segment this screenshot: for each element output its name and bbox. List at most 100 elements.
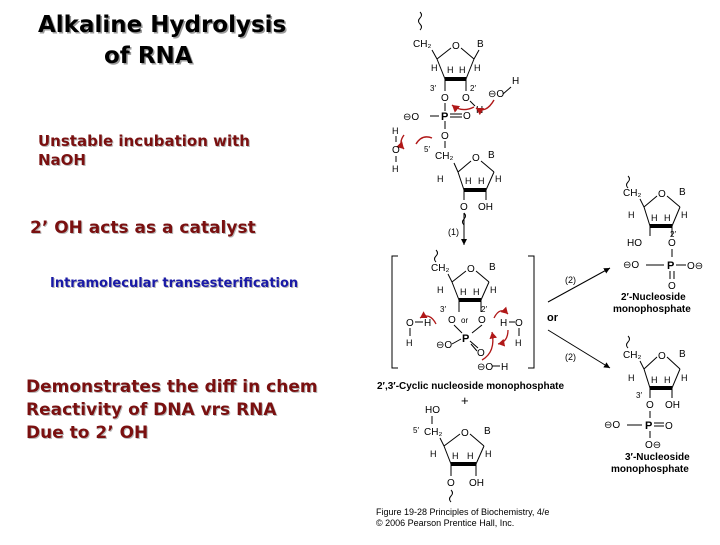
svg-text:O: O [448, 315, 456, 326]
svg-text:H: H [490, 285, 497, 295]
dna-rna-note-line-1: Demonstrates the diff in chem [26, 377, 318, 397]
step2-label-top: (2) [565, 275, 576, 285]
catalyst-note: 2’ OH acts as a catalyst [30, 218, 256, 238]
svg-text:H: H [474, 63, 481, 73]
svg-text:H: H [515, 338, 522, 348]
svg-text:H: H [437, 285, 444, 295]
slide-title: Alkaline Hydrolysis of RNA [38, 10, 328, 72]
svg-text:H: H [628, 210, 635, 220]
svg-text:or: or [461, 316, 468, 325]
svg-text:H: H [424, 318, 431, 329]
dna-rna-note: Demonstrates the diff in chem Reactivity… [26, 376, 318, 445]
starting-nucleotide: CH₂ O B H H H H 3′ 2′ O O H ⊖O H P O ⊖O … [392, 11, 519, 226]
title-line-2: of RNA [104, 43, 193, 69]
svg-text:H: H [478, 176, 485, 186]
naoh-note-line-2: NaOH [38, 151, 86, 169]
svg-text:H: H [430, 449, 437, 459]
svg-text:P: P [667, 260, 674, 272]
svg-text:O: O [646, 400, 654, 411]
dna-rna-note-line-3: Due to 2’ OH [26, 423, 149, 443]
title-line-1: Alkaline Hydrolysis [38, 12, 287, 38]
svg-text:H: H [431, 63, 438, 73]
product-2-prime: CH₂ O B H H H H 2′ HO O ⊖O P O⊖ O [623, 175, 703, 292]
svg-text:OH: OH [665, 400, 680, 411]
svg-text:O: O [441, 93, 449, 104]
svg-text:HO: HO [627, 238, 642, 249]
svg-text:3′: 3′ [636, 391, 642, 400]
svg-text:H: H [664, 213, 671, 223]
svg-text:H: H [651, 213, 658, 223]
svg-text:H: H [452, 451, 459, 461]
svg-text:CH₂: CH₂ [424, 427, 442, 438]
svg-text:O: O [472, 153, 480, 164]
nuc3-label-line1: 3′-Nucleoside [625, 452, 690, 463]
svg-text:O: O [477, 348, 485, 359]
svg-text:H: H [392, 126, 399, 136]
svg-text:B: B [484, 426, 491, 437]
svg-text:O: O [467, 264, 475, 275]
svg-text:H: H [459, 65, 466, 75]
svg-text:O: O [463, 111, 471, 122]
svg-text:O: O [668, 238, 676, 249]
svg-text:OH: OH [469, 478, 484, 489]
svg-text:O: O [658, 351, 666, 362]
ch2-label: CH₂ [413, 39, 431, 50]
dna-rna-note-line-2: Reactivity of DNA vrs RNA [26, 400, 277, 420]
nuc2-label-line1: 2′-Nucleoside [621, 292, 686, 303]
text-panel: Alkaline Hydrolysis of RNA Unstable incu… [0, 0, 360, 540]
svg-text:5′: 5′ [413, 426, 419, 435]
svg-text:O: O [658, 189, 666, 200]
svg-text:HO: HO [425, 405, 440, 416]
svg-text:⊖O: ⊖O [623, 260, 639, 271]
svg-text:2′: 2′ [481, 305, 487, 314]
svg-text:B: B [679, 187, 686, 198]
svg-text:O: O [665, 421, 673, 432]
svg-text:B: B [489, 262, 496, 273]
svg-text:O: O [392, 145, 400, 156]
hydrolysis-diagram: CH₂ O B H H H H 3′ 2′ O O H ⊖O H P O ⊖O … [360, 0, 720, 540]
product-3-prime: CH₂ O B H H H H 3′ O OH ⊖O P O O⊖ [604, 335, 688, 451]
svg-text:3′: 3′ [440, 305, 446, 314]
svg-text:CH₂: CH₂ [435, 151, 453, 162]
figure-caption-line1: Figure 19-28 Principles of Biochemistry,… [376, 507, 549, 517]
svg-text:H: H [500, 318, 507, 329]
svg-text:O: O [668, 281, 676, 292]
hydroxide-top: ⊖O [488, 89, 504, 100]
svg-text:O: O [441, 131, 449, 142]
svg-text:H: H [485, 449, 492, 459]
svg-text:H: H [406, 338, 413, 348]
ring-o-label: O [452, 41, 460, 52]
svg-text:3′: 3′ [430, 84, 436, 93]
svg-text:H: H [476, 105, 483, 116]
svg-text:OH: OH [478, 202, 493, 213]
cyclic-intermediate: CH₂ O B H H H H 3′ 2′ O O or P ⊖O O ⊖O H… [391, 249, 535, 373]
svg-text:H: H [437, 174, 444, 184]
svg-text:2′: 2′ [670, 230, 676, 239]
svg-text:H: H [681, 210, 688, 220]
svg-text:P: P [462, 333, 469, 345]
step2-label-bottom: (2) [565, 352, 576, 362]
naoh-note: Unstable incubation with NaOH [38, 132, 250, 170]
svg-text:O: O [461, 428, 469, 439]
svg-text:O: O [478, 315, 486, 326]
svg-text:CH₂: CH₂ [431, 263, 449, 274]
svg-text:⊖O: ⊖O [403, 112, 419, 123]
svg-text:O: O [447, 478, 455, 489]
svg-text:O: O [460, 202, 468, 213]
svg-text:H: H [664, 375, 671, 385]
svg-text:O⊖: O⊖ [687, 261, 703, 272]
svg-text:B: B [488, 150, 495, 161]
step1-label: (1) [448, 227, 459, 237]
or-label: or [547, 312, 559, 324]
svg-text:B: B [679, 349, 686, 360]
svg-text:O⊖: O⊖ [645, 440, 661, 451]
svg-text:O: O [515, 318, 523, 329]
step2-arrow-top [547, 267, 611, 303]
svg-text:CH₂: CH₂ [623, 350, 641, 361]
svg-text:⊖O: ⊖O [604, 420, 620, 431]
svg-text:2′: 2′ [470, 84, 476, 93]
svg-text:H: H [465, 176, 472, 186]
nuc2-label-line2: monophosphate [613, 304, 691, 315]
svg-text:H: H [473, 287, 480, 297]
svg-text:H: H [447, 65, 454, 75]
